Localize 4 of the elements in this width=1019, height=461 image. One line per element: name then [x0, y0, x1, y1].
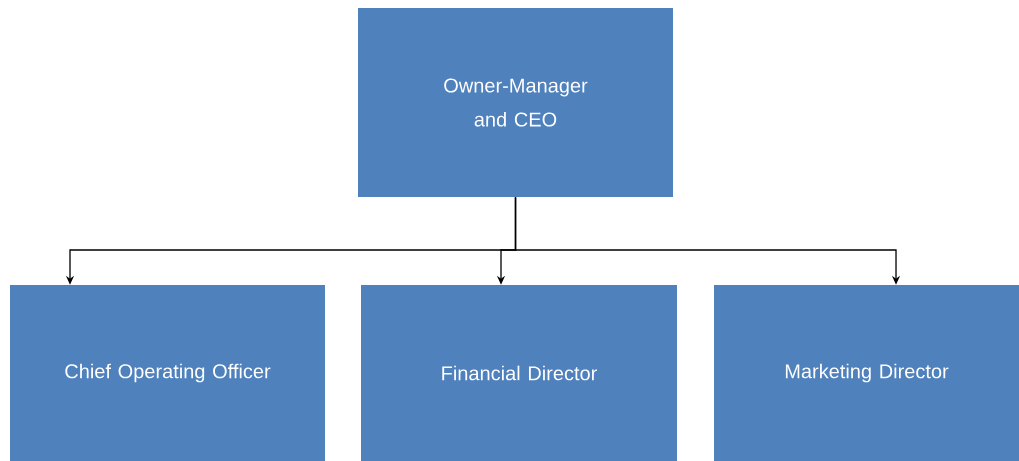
- org-box: Marketing Director: [714, 285, 1019, 461]
- org-box: Owner-Manager and CEO: [358, 8, 673, 197]
- org-box: Financial Director: [361, 285, 677, 461]
- org-box: Chief Operating Officer: [10, 285, 325, 461]
